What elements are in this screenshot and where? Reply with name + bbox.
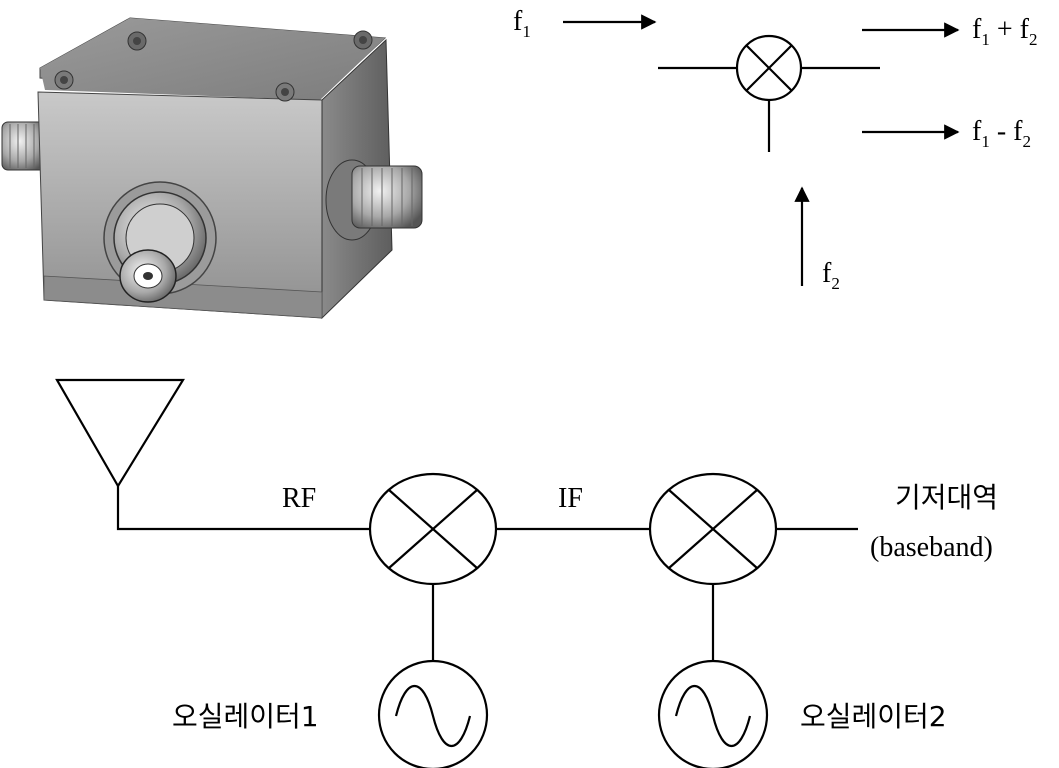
mixer-circle	[735, 34, 803, 102]
sum-output-label: f1 + f2	[972, 14, 1037, 49]
mixer2-x-line-2	[668, 489, 758, 569]
baseband-label-korean: 기저대역	[895, 481, 998, 514]
antenna-feed-line	[116, 486, 370, 531]
antenna-icon	[55, 378, 185, 489]
baseband-label-english: (baseband)	[870, 532, 993, 563]
mixer-input2-label: f2	[822, 258, 840, 293]
oscillator2-sine-icon	[674, 684, 752, 748]
right-sma-connector	[325, 159, 423, 241]
oscillator1-label: 오실레이터1	[172, 700, 319, 733]
oscillator1-sine-icon	[394, 684, 472, 748]
if-label: IF	[558, 483, 583, 514]
oscillator1-circle	[377, 659, 489, 768]
difference-output-label: f1 - f2	[972, 116, 1031, 151]
oscillator2-circle	[657, 659, 769, 768]
rf-mixer-module-photo	[1, 17, 423, 320]
receiver-chain: RF IF 기저대역 (baseband) 오실레이터1 오실레이터2	[55, 378, 998, 768]
mixer1-x-line-2	[388, 489, 478, 569]
mixer-x-line-2	[745, 44, 793, 92]
front-sma-connector	[103, 181, 217, 303]
oscillator2-label: 오실레이터2	[800, 700, 947, 733]
rf-label: RF	[282, 483, 316, 514]
mixer-symbol: f1 f1 + f2 f1 - f2 f2	[513, 6, 1037, 293]
mixer-input1-label: f1	[513, 6, 531, 41]
